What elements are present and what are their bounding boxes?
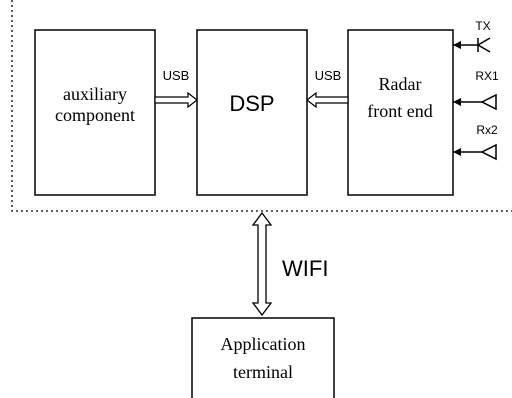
wifi-label: WIFI — [282, 256, 328, 281]
usb-left-arrow-shape — [154, 91, 198, 109]
rx2-antenna-icon: Rx2 — [453, 123, 498, 161]
radar-label-line1: Radar — [379, 74, 422, 94]
tx-label: TX — [475, 19, 490, 33]
radar-front-end-block: Radar front end — [347, 29, 454, 196]
radar-label-line2: front end — [367, 101, 432, 121]
wifi-link: WIFI — [251, 211, 328, 317]
rx2-label: Rx2 — [476, 123, 498, 137]
rx1-antenna-icon: RX1 — [453, 69, 499, 111]
radar-front-end-box — [347, 29, 454, 196]
auxiliary-component-block: auxiliary component — [34, 29, 156, 196]
system-boundary — [11, 0, 512, 212]
application-label-line2: terminal — [233, 362, 293, 382]
application-terminal-box — [191, 317, 335, 398]
application-label-line1: Application — [221, 334, 306, 354]
usb-right-arrow-shape — [306, 91, 349, 109]
usb-right-label: USB — [315, 68, 342, 83]
usb-arrow-radar-to-dsp: USB — [306, 68, 349, 109]
dsp-box — [196, 29, 308, 196]
usb-arrow-aux-to-dsp: USB — [154, 68, 198, 109]
auxiliary-label-line2: component — [55, 105, 135, 125]
auxiliary-label-line1: auxiliary — [63, 84, 127, 104]
application-terminal-block: Application terminal — [191, 317, 335, 398]
wifi-arrow-shape — [251, 211, 273, 317]
rx1-label: RX1 — [475, 69, 499, 83]
dsp-label: DSP — [229, 91, 274, 116]
tx-antenna-icon: TX — [453, 19, 491, 53]
auxiliary-component-box — [34, 29, 156, 196]
usb-left-label: USB — [163, 68, 190, 83]
dsp-block: DSP — [196, 29, 308, 196]
